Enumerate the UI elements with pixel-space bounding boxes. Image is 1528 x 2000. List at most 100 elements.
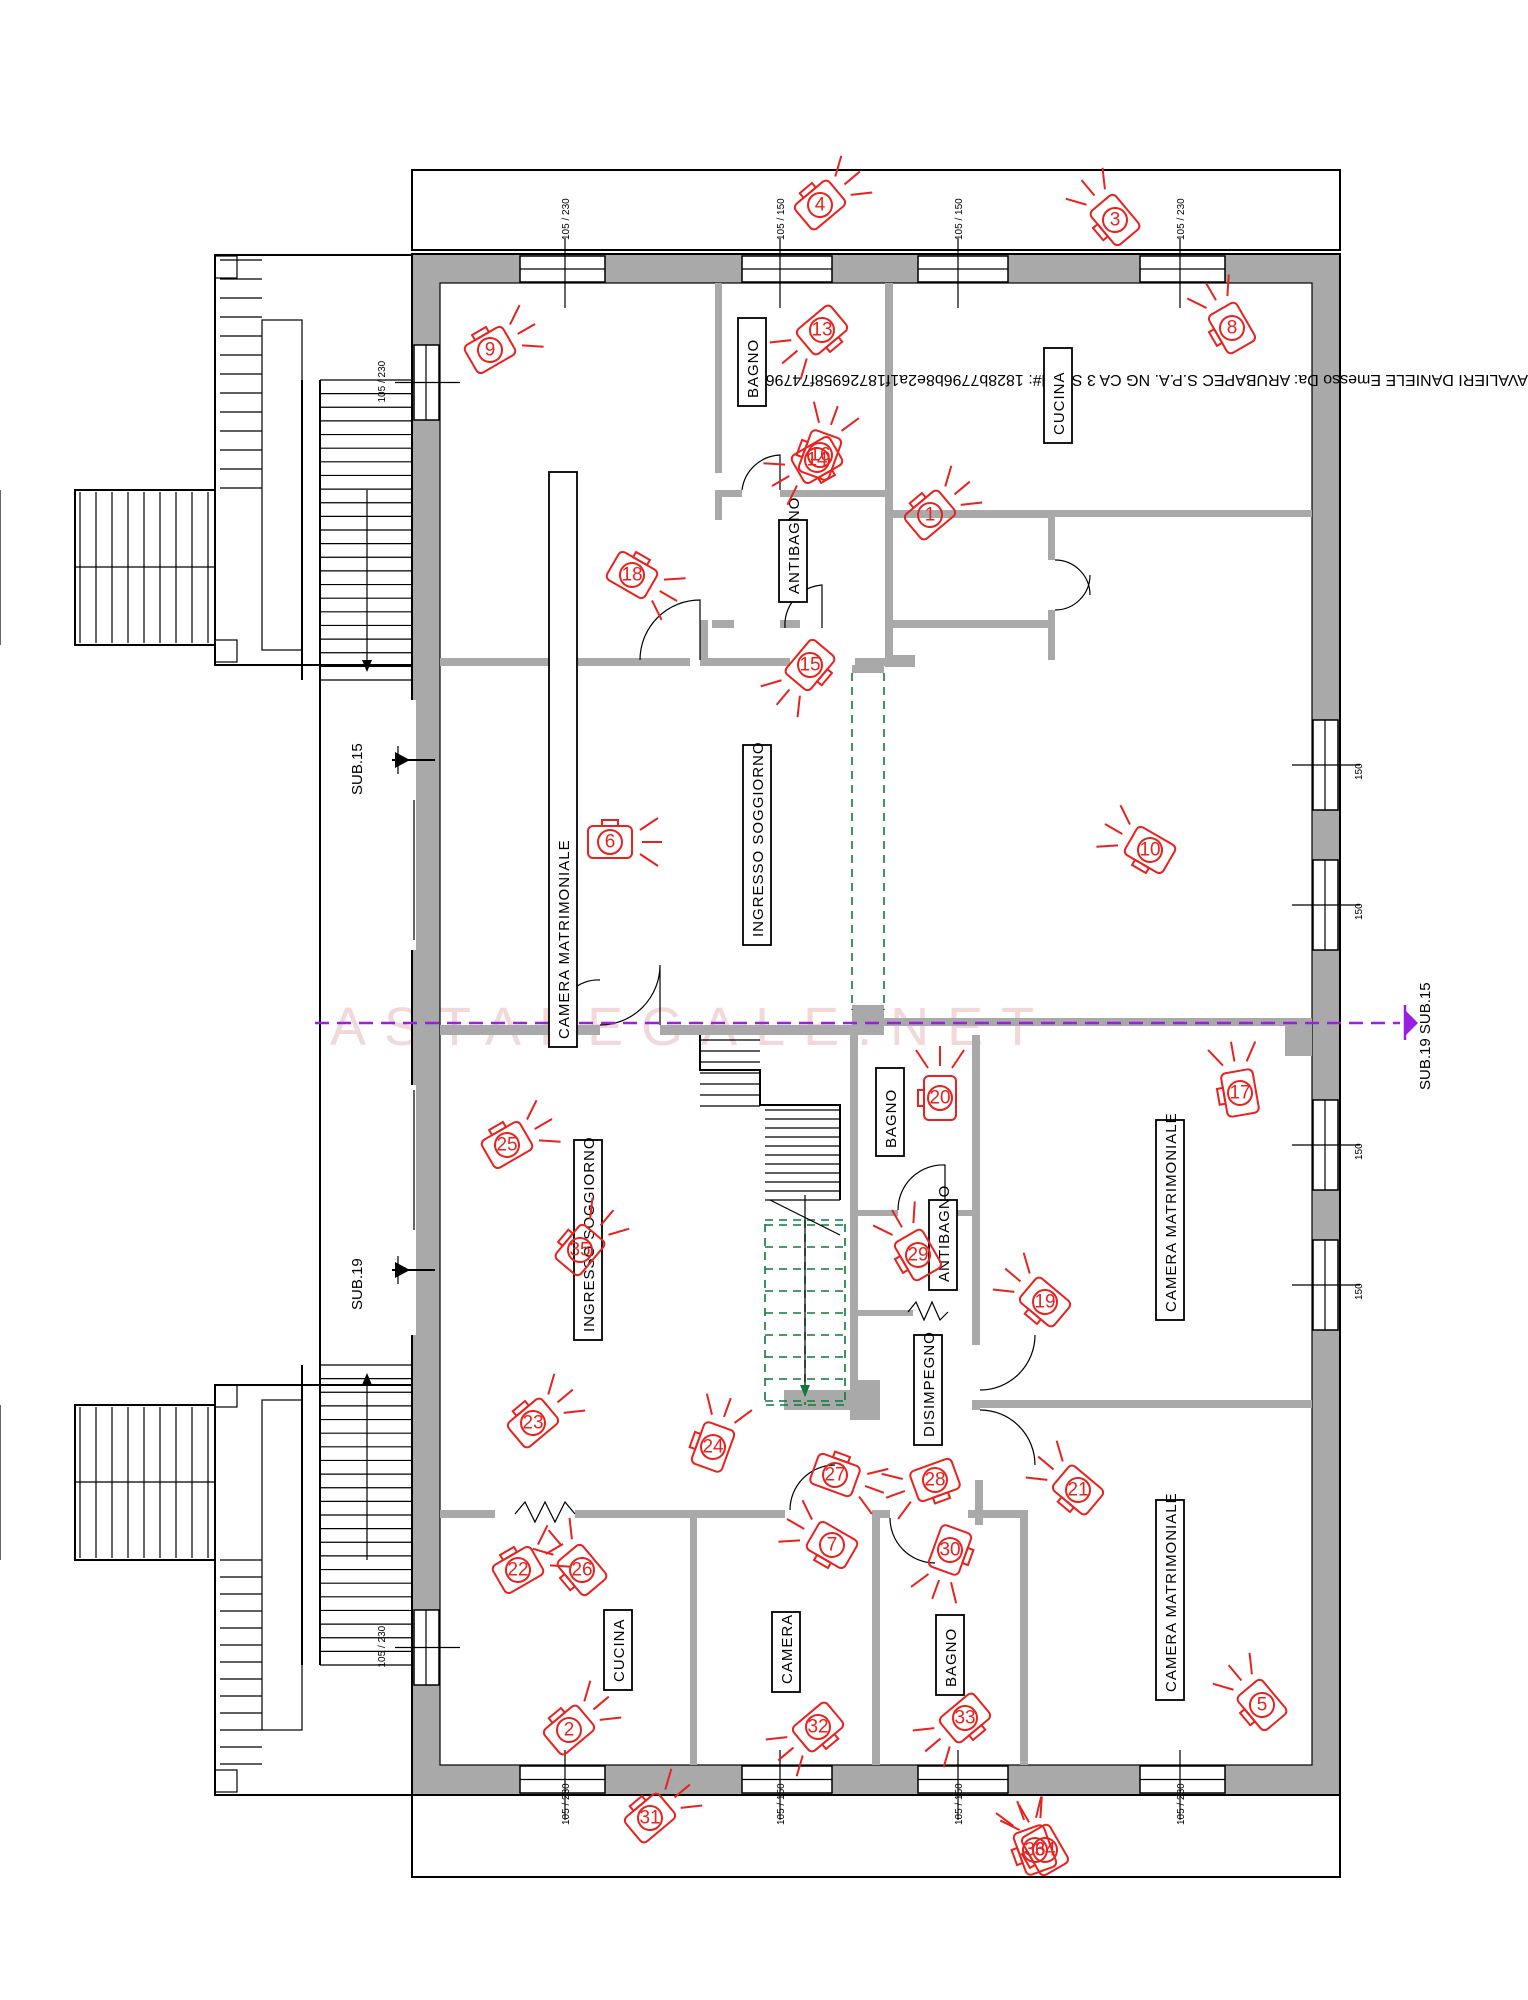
svg-text:CAMERA MATRIMONIALE: CAMERA MATRIMONIALE xyxy=(556,839,573,1039)
camera-icon: 29 xyxy=(872,1201,943,1282)
window-dimension: 105 / 230 xyxy=(377,1625,388,1667)
camera-icon: 32 xyxy=(765,1701,845,1777)
radiators xyxy=(514,1300,949,1524)
window-dimension: 105 / 230 xyxy=(1176,1783,1187,1825)
svg-text:28: 28 xyxy=(924,1470,945,1491)
camera-icon: 25 xyxy=(480,1099,561,1170)
camera-icon: 15 xyxy=(760,638,836,718)
svg-text:15: 15 xyxy=(799,655,820,676)
window-dimension: 105 / 150 xyxy=(954,198,965,240)
svg-text:23: 23 xyxy=(522,1413,543,1434)
window-dimension: 150 xyxy=(1354,1143,1365,1160)
room-label-camera-matrimoniale: CAMERA MATRIMONIALE xyxy=(1155,1492,1185,1701)
window-dimension: 105 / 230 xyxy=(561,1783,572,1825)
svg-text:7: 7 xyxy=(827,1535,838,1556)
camera-icon: 27 xyxy=(809,1450,889,1515)
svg-text:21: 21 xyxy=(1067,1480,1088,1501)
photo-markers: 1234567891013141516171819202122232425262… xyxy=(463,155,1288,1877)
room-label-camera-matrimoniale: CAMERA MATRIMONIALE xyxy=(548,471,578,1048)
room-label-camera: CAMERA xyxy=(771,1611,801,1693)
camera-icon: 30 xyxy=(910,1524,975,1604)
room-label-antibagno: ANTIBAGNO xyxy=(928,1185,958,1291)
svg-text:27: 27 xyxy=(824,1465,845,1486)
camera-icon: 13 xyxy=(769,304,849,380)
camera-icon: 3 xyxy=(1065,167,1141,247)
svg-text:17: 17 xyxy=(1229,1083,1250,1104)
camera-icon: 26 xyxy=(532,1517,608,1597)
digital-signature: AVALIERI DANIELE Emesso Da: ARUBAPEC S.P… xyxy=(766,371,1528,388)
room-label-cucina: CUCINA xyxy=(603,1609,633,1691)
svg-text:9: 9 xyxy=(485,340,496,361)
svg-text:ANTIBAGNO: ANTIBAGNO xyxy=(936,1185,953,1282)
svg-text:14: 14 xyxy=(806,450,828,471)
camera-icon: 21 xyxy=(1025,1440,1105,1516)
svg-text:26: 26 xyxy=(571,1560,592,1581)
room-label-camera-matrimoniale: CAMERA MATRIMONIALE xyxy=(1155,1112,1185,1321)
svg-text:19: 19 xyxy=(1034,1292,1055,1313)
external-stairs xyxy=(0,254,413,1796)
window-dimension: 150 xyxy=(1354,1283,1365,1300)
camera-icon: 33 xyxy=(912,1692,992,1768)
svg-text:CUCINA: CUCINA xyxy=(1051,371,1068,435)
svg-text:ANTIBAGNO: ANTIBAGNO xyxy=(786,497,803,594)
camera-icon: 23 xyxy=(506,1373,586,1449)
windows: 105 / 230 105 / 150 105 / 150 105 / 230 105 … xyxy=(377,198,1365,1825)
window-dimension: 150 xyxy=(1354,903,1365,920)
svg-text:DISIMPEGNO: DISIMPEGNO xyxy=(921,1331,938,1437)
section-label: SUB.19 SUB.15 xyxy=(1417,982,1434,1090)
camera-icon: 4 xyxy=(793,155,873,231)
svg-text:22: 22 xyxy=(507,1560,528,1581)
svg-text:18: 18 xyxy=(621,565,642,586)
camera-icon: 31 xyxy=(623,1768,703,1844)
svg-text:INGRESSO SOGGIORNO: INGRESSO SOGGIORNO xyxy=(750,741,767,937)
svg-text:2: 2 xyxy=(564,1720,575,1741)
svg-text:5: 5 xyxy=(1257,1695,1268,1716)
camera-icon: 1 xyxy=(903,465,983,541)
camera-icon: 17 xyxy=(1207,1041,1260,1118)
camera-icon: 8 xyxy=(1186,274,1257,355)
sub19-label: SUB.19 xyxy=(349,1258,366,1310)
room-label-antibagno: ANTIBAGNO xyxy=(778,497,808,603)
door-swings xyxy=(559,454,1091,1564)
svg-text:29: 29 xyxy=(907,1245,928,1266)
room-label-bagno: BAGNO xyxy=(875,1067,905,1157)
camera-icon: 9 xyxy=(463,304,544,375)
camera-icon: 35 xyxy=(554,1197,630,1277)
svg-text:BAGNO: BAGNO xyxy=(943,1628,960,1687)
camera-icon: 16 xyxy=(795,401,860,481)
svg-text:24: 24 xyxy=(702,1437,724,1458)
svg-text:1: 1 xyxy=(925,505,936,526)
window-dimension: 105 / 230 xyxy=(1176,198,1187,240)
sub15-label: SUB.15 xyxy=(349,743,366,795)
svg-text:3: 3 xyxy=(1110,210,1121,231)
svg-text:BAGNO: BAGNO xyxy=(883,1089,900,1148)
camera-icon: 7 xyxy=(778,1499,859,1570)
camera-icon: 24 xyxy=(688,1393,753,1473)
svg-text:CUCINA: CUCINA xyxy=(611,1618,628,1682)
room-label-disimpegno: DISIMPEGNO xyxy=(913,1331,943,1446)
room-label-cucina: CUCINA xyxy=(1043,347,1073,444)
svg-text:CAMERA MATRIMONIALE: CAMERA MATRIMONIALE xyxy=(1163,1112,1180,1312)
svg-text:35: 35 xyxy=(569,1240,590,1261)
svg-text:6: 6 xyxy=(605,832,616,853)
svg-text:32: 32 xyxy=(807,1717,828,1738)
room-labels: CAMERA MATRIMONIALE BAGNO ANTIBAGNO CUCINA I… xyxy=(548,317,1185,1701)
camera-icon: 19 xyxy=(992,1252,1072,1328)
window-dimension: 150 xyxy=(1354,763,1365,780)
svg-text:10: 10 xyxy=(1139,840,1160,861)
svg-text:30: 30 xyxy=(939,1540,960,1561)
svg-text:16: 16 xyxy=(809,445,830,466)
svg-text:33: 33 xyxy=(954,1708,975,1729)
camera-icon: 20 xyxy=(915,1046,965,1121)
camera-icon: 22 xyxy=(491,1524,572,1595)
camera-icon: 6 xyxy=(587,817,662,867)
svg-text:CAMERA MATRIMONIALE: CAMERA MATRIMONIALE xyxy=(1163,1492,1180,1692)
camera-icon: 2 xyxy=(542,1680,622,1756)
internal-stair xyxy=(699,1035,846,1406)
window-dimension: 105 / 230 xyxy=(561,198,572,240)
camera-icon: 10 xyxy=(1096,804,1177,875)
window-dimension: 105 / 150 xyxy=(776,1783,787,1825)
camera-icon: 36 xyxy=(995,1796,1058,1876)
svg-text:20: 20 xyxy=(929,1088,950,1109)
